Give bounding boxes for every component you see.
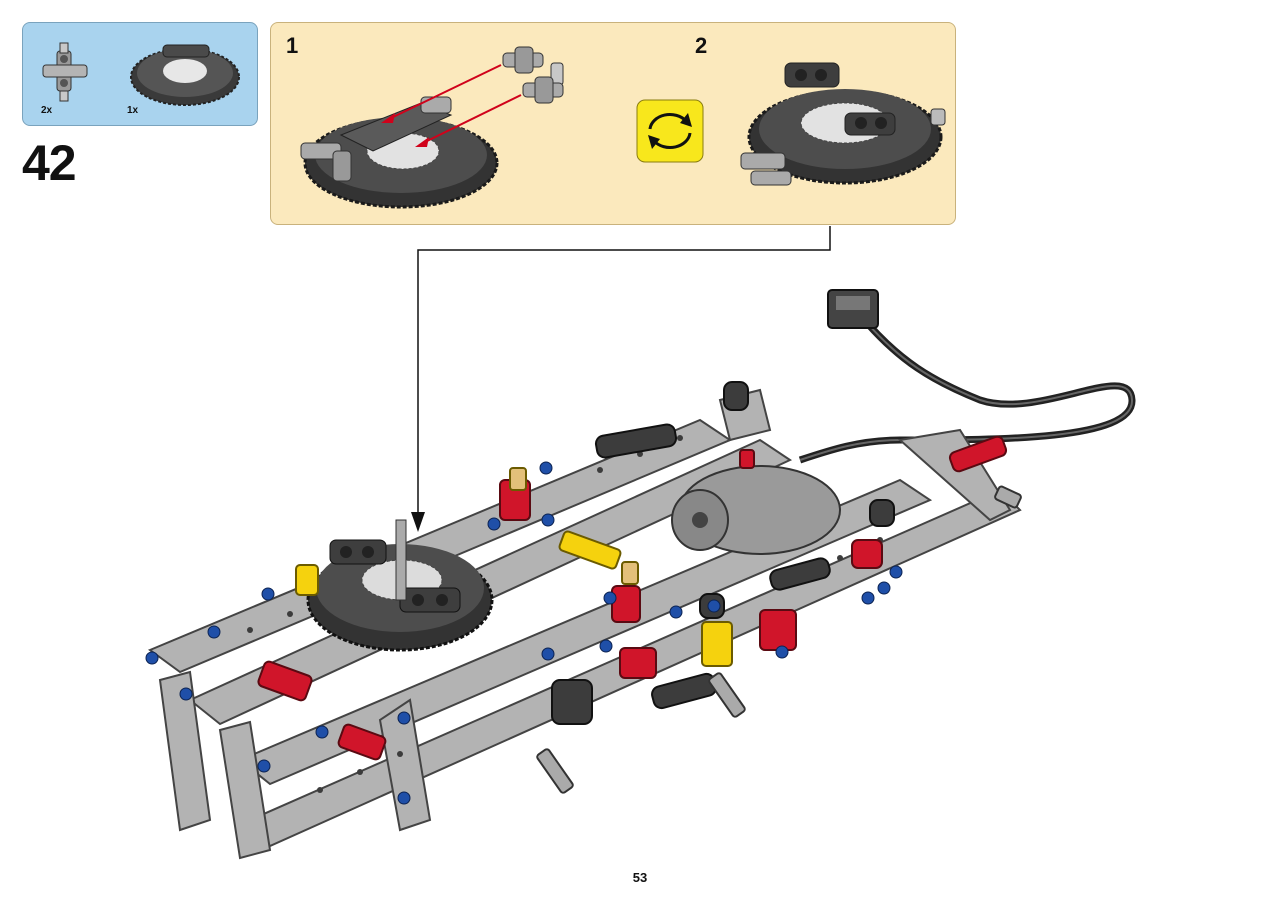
yellow-parts [295, 467, 733, 667]
substep-callout: 1 2 [270, 22, 956, 225]
motor-cable [798, 289, 1136, 464]
axles [536, 485, 1022, 794]
substep-2-illustration [740, 62, 946, 186]
page-number: 53 [632, 870, 648, 885]
substep-label-2: 2 [695, 33, 708, 58]
dark-beams [551, 381, 895, 725]
parts-qty-connector: 2x [41, 105, 53, 116]
parts-qty-turntable: 1x [127, 105, 139, 116]
parts-list: 2x 1x [22, 22, 258, 126]
axle-connector-pin-part [42, 42, 88, 102]
blue-pins [145, 461, 903, 805]
red-parts [257, 435, 1008, 761]
motor [671, 465, 841, 555]
rotate-model-icon [636, 99, 704, 163]
step-number: 42 [22, 135, 77, 191]
frame-beams [147, 388, 1022, 860]
turntable-gear-part [130, 44, 240, 106]
substep-1-illustration [300, 46, 564, 209]
model-turntable [306, 519, 494, 652]
substep-label-1: 1 [286, 33, 299, 58]
